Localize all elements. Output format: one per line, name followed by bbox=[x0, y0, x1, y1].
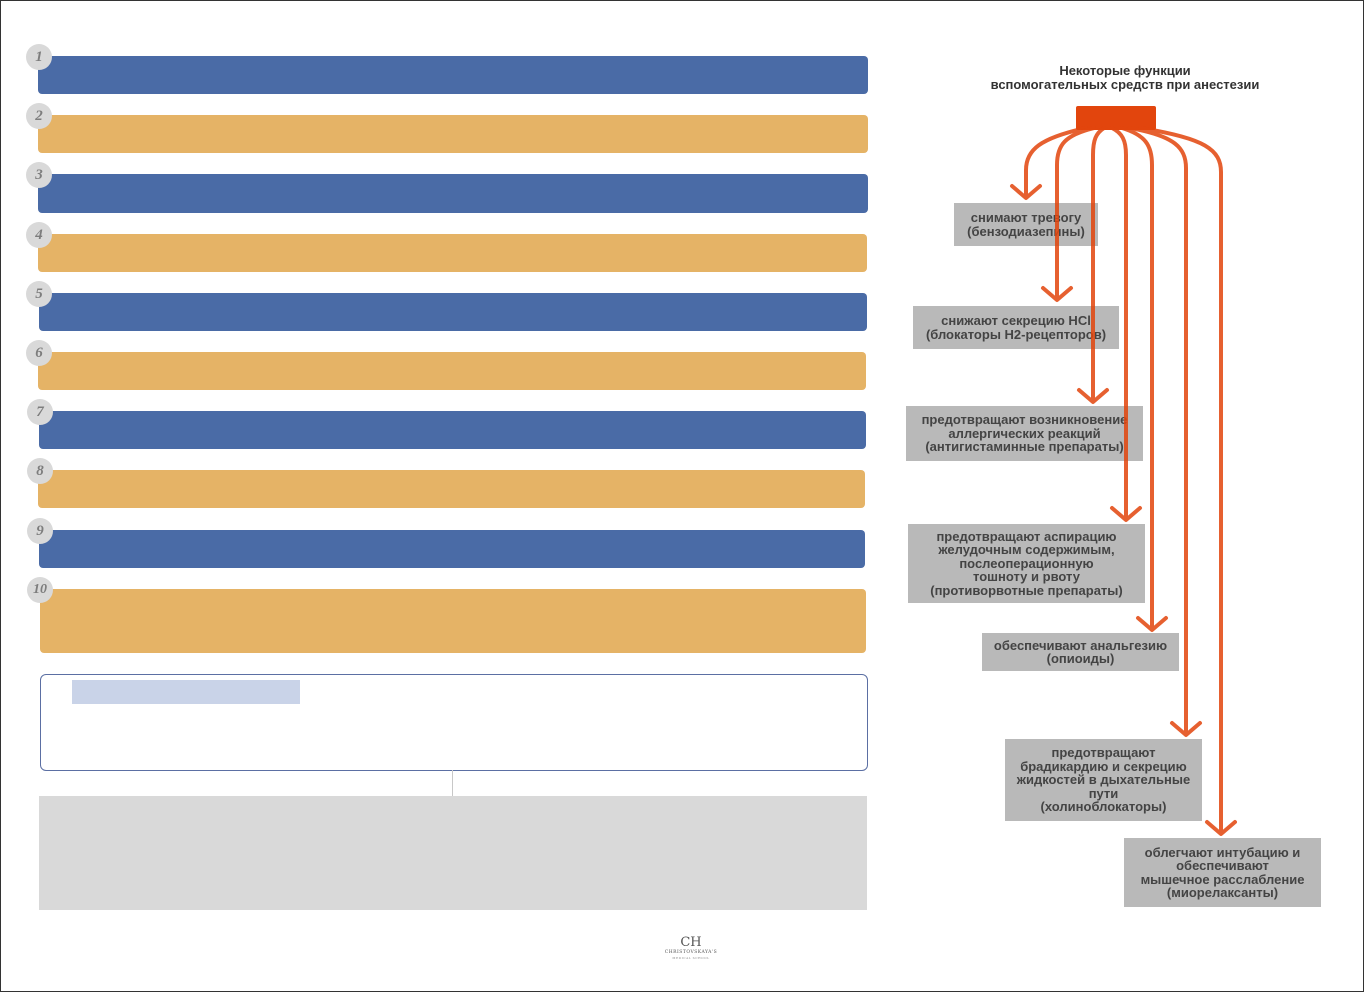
logo-name: CHRISTOVSKAYA'S bbox=[664, 950, 718, 955]
diagram-hub bbox=[1076, 106, 1156, 130]
connector-line bbox=[452, 770, 453, 796]
logo-monogram: CH bbox=[680, 935, 702, 950]
list-bar-3 bbox=[38, 174, 868, 213]
list-bar-4 bbox=[38, 234, 867, 272]
diagram-title: Некоторые функции вспомогательных средст… bbox=[990, 63, 1260, 92]
function-box-3: предотвращают возникновение аллергически… bbox=[906, 406, 1143, 461]
list-bar-5 bbox=[39, 293, 867, 331]
list-bar-1 bbox=[38, 56, 868, 94]
list-bar-7 bbox=[39, 411, 866, 449]
function-box-6: предотвращают брадикардию и секрецию жид… bbox=[1005, 739, 1202, 821]
school-logo: CH CHRISTOVSKAYA'S MEDICAL SCHOOL bbox=[664, 935, 718, 961]
list-number-10: 10 bbox=[27, 577, 53, 603]
list-number-9: 9 bbox=[27, 518, 53, 544]
logo-subtitle: MEDICAL SCHOOL bbox=[672, 956, 710, 960]
list-number-1: 1 bbox=[26, 44, 52, 70]
list-bar-10 bbox=[40, 589, 866, 653]
function-box-1: снимают тревогу (бензодиазепины) bbox=[954, 203, 1098, 246]
list-number-8: 8 bbox=[27, 458, 53, 484]
list-number-7: 7 bbox=[27, 399, 53, 425]
list-number-5: 5 bbox=[26, 281, 52, 307]
list-number-3: 3 bbox=[26, 162, 52, 188]
list-bar-9 bbox=[39, 530, 865, 568]
highlight-block bbox=[72, 680, 300, 704]
list-bar-2 bbox=[38, 115, 868, 153]
gray-panel bbox=[39, 796, 867, 910]
list-number-4: 4 bbox=[26, 222, 52, 248]
list-bar-6 bbox=[38, 352, 866, 390]
function-box-2: снижают секрецию HCl (блокаторы Н2-рецеп… bbox=[913, 306, 1119, 349]
function-box-7: облегчают интубацию и обеспечивают мышеч… bbox=[1124, 838, 1321, 907]
function-box-5: обеспечивают анальгезию (опиоиды) bbox=[982, 633, 1179, 671]
list-number-2: 2 bbox=[26, 103, 52, 129]
list-bar-8 bbox=[38, 470, 865, 508]
function-box-4: предотвращают аспирацию желудочным содер… bbox=[908, 524, 1145, 603]
list-number-6: 6 bbox=[26, 340, 52, 366]
